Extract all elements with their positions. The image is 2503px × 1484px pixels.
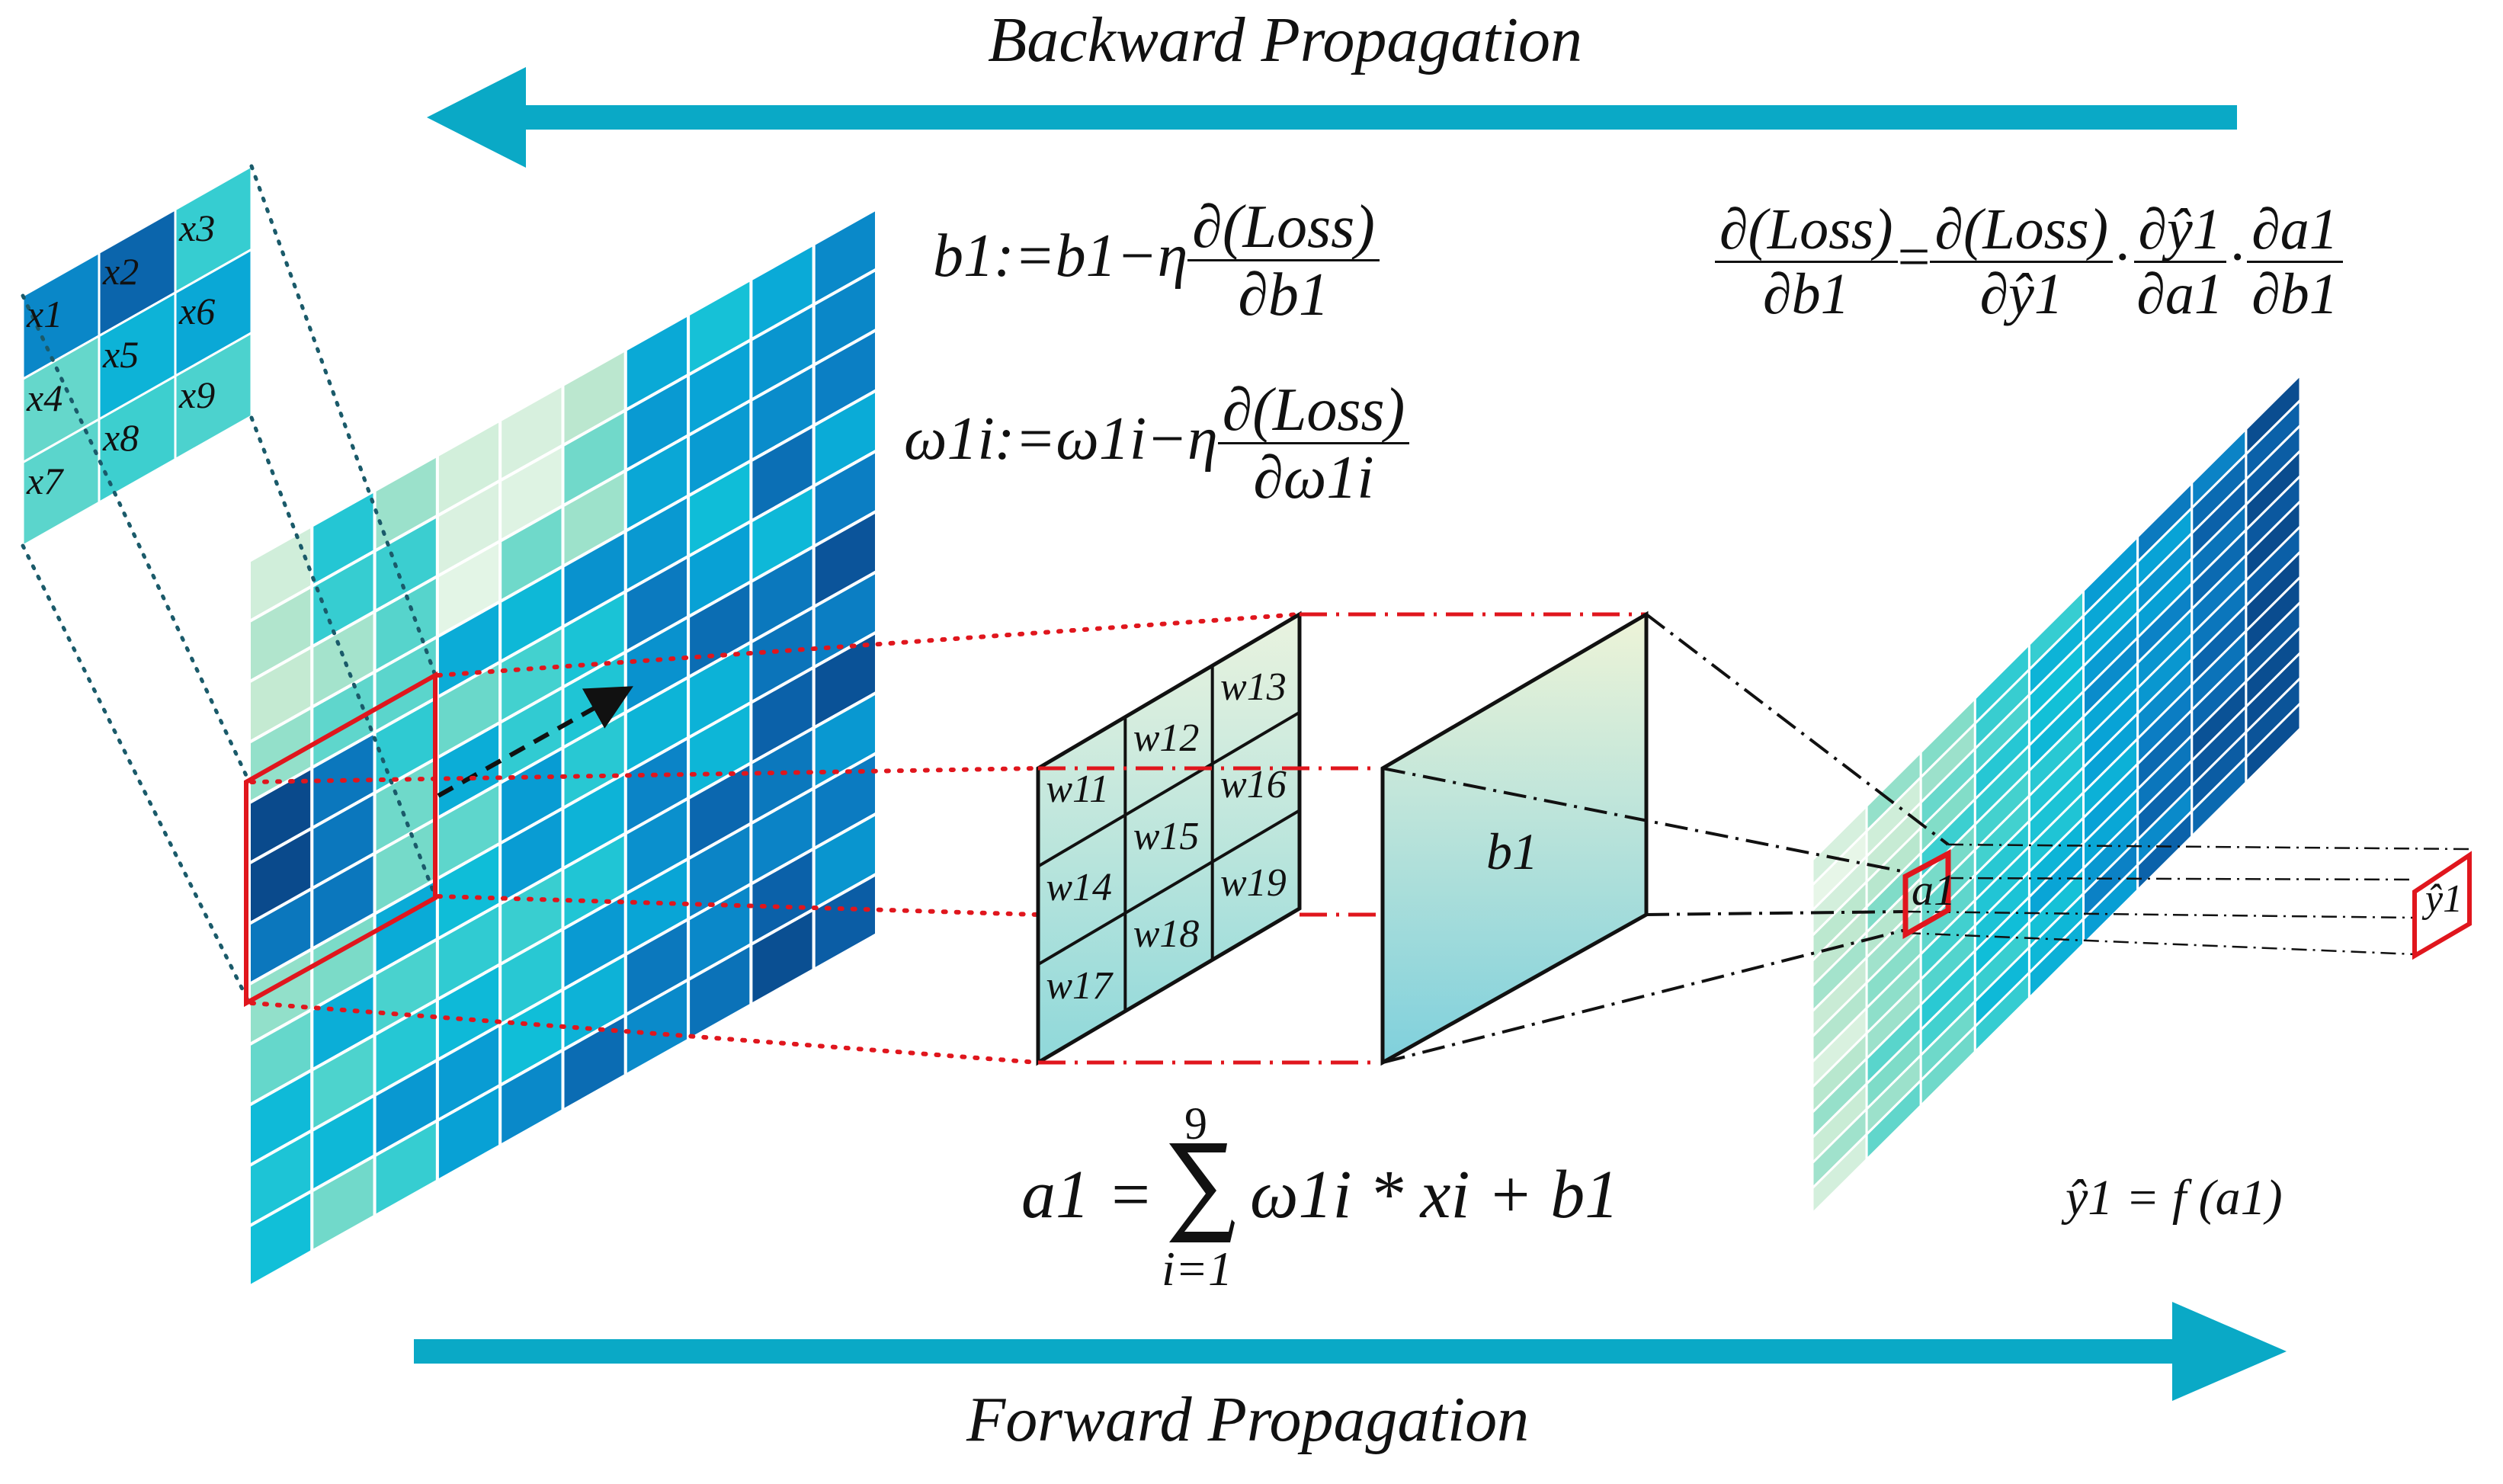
patch-connector-lines — [21, 164, 437, 1005]
patch-label-4: x4 — [27, 376, 63, 419]
backward-arrow — [427, 67, 2237, 168]
kernel-label-5: w15 — [1133, 814, 1200, 858]
bias-update-den: ∂b1 — [1238, 261, 1329, 329]
forward-sum-top: 9 — [1184, 1098, 1207, 1149]
bias-to-activation-lines — [1382, 613, 1950, 1064]
output-function-equation: ŷ1 = f (a1) — [2066, 1170, 2283, 1226]
weight-update-lhs: ω1i:=ω1i — [904, 405, 1147, 473]
kernel-label-6: w16 — [1220, 763, 1287, 807]
patch-label-5: x5 — [103, 333, 139, 376]
chain-t4-num: ∂a1 — [2247, 199, 2343, 263]
bias-label: b1 — [1486, 822, 1538, 880]
kernel-label-8: w18 — [1133, 912, 1200, 957]
forward-arrow — [414, 1302, 2287, 1401]
weight-update-den: ∂ω1i — [1253, 444, 1374, 511]
chain-t2-num: ∂(Loss) — [1930, 199, 2114, 263]
chain-dot-2: · — [2227, 225, 2248, 290]
kernel-gridline — [1037, 710, 1301, 868]
activation-cell-box — [1902, 849, 1951, 940]
chain-t1-num: ∂(Loss) — [1715, 199, 1898, 263]
forward-sum-bottom: i=1 — [1162, 1242, 1232, 1296]
bias-update-lhs: b1:=b1 — [933, 222, 1117, 290]
output-map-cell — [2245, 700, 2302, 786]
input-feature-map — [248, 206, 878, 1290]
weight-update-equation: ω1i:=ω1i−η∂(Loss)∂ω1i — [904, 378, 1410, 511]
chain-t4-den: ∂b1 — [2251, 261, 2338, 326]
kernel-gridline — [1037, 809, 1301, 966]
bias-update-equation: b1:=b1−η∂(Loss)∂b1 — [933, 195, 1380, 329]
forward-sum-rhs: ω1i * xi + b1 — [1250, 1157, 1620, 1232]
kernel-weights — [1036, 611, 1302, 1066]
bias-update-num: ∂(Loss) — [1187, 195, 1380, 261]
chain-equals: = — [1897, 225, 1931, 290]
output-feature-map — [1811, 372, 2302, 1216]
patch-label-2: x2 — [103, 249, 139, 293]
chain-t2-den: ∂ŷ1 — [1979, 261, 2063, 326]
output-cell-box — [2412, 851, 2472, 960]
chain-t3-den: ∂a1 — [2136, 261, 2223, 326]
input-patch-zoom — [21, 164, 253, 548]
patch-label-8: x8 — [103, 416, 139, 460]
input-map-cell — [812, 871, 878, 973]
patch-label-9: x9 — [179, 373, 216, 416]
patch-label-6: x6 — [179, 290, 216, 333]
activation-label: a1 — [1912, 865, 1956, 915]
bias-update-eta: −η — [1116, 222, 1188, 290]
kernel-label-4: w14 — [1046, 866, 1113, 910]
forward-sum-lhs: a1 = — [1021, 1157, 1154, 1232]
chain-t3-num: ∂ŷ1 — [2133, 199, 2226, 263]
activation-to-output-lines — [1905, 843, 2470, 956]
kernel-label-1: w11 — [1046, 768, 1110, 812]
kernel-label-9: w19 — [1220, 861, 1287, 905]
output-cell-label: ŷ1 — [2425, 877, 2463, 921]
kernel-label-7: w17 — [1046, 963, 1113, 1008]
weight-update-num: ∂(Loss) — [1217, 378, 1410, 444]
chain-rule-equation: ∂(Loss)∂b1=∂(Loss)∂ŷ1·∂ŷ1∂a1·∂a1∂b1 — [1715, 199, 2343, 326]
kernel-to-bias-lines — [1038, 612, 1646, 1065]
backward-propagation-label: Backward Propagation — [988, 5, 1583, 75]
chain-dot-1: · — [2113, 225, 2133, 290]
patch-label-1: x1 — [27, 293, 63, 336]
receptive-field-highlight — [244, 671, 437, 1008]
weight-update-eta: −η — [1146, 405, 1218, 473]
summation-sign — [1169, 1143, 1235, 1242]
chain-t1-den: ∂b1 — [1763, 261, 1850, 326]
patch-label-3: x3 — [179, 207, 216, 249]
forward-propagation-label: Forward Propagation — [966, 1384, 1530, 1455]
kernel-label-3: w13 — [1220, 665, 1287, 709]
slide-direction-arrow — [437, 686, 633, 798]
patch-label-7: x7 — [27, 460, 63, 502]
kernel-label-2: w12 — [1133, 716, 1200, 761]
input-to-kernel-lines — [249, 612, 1302, 1065]
